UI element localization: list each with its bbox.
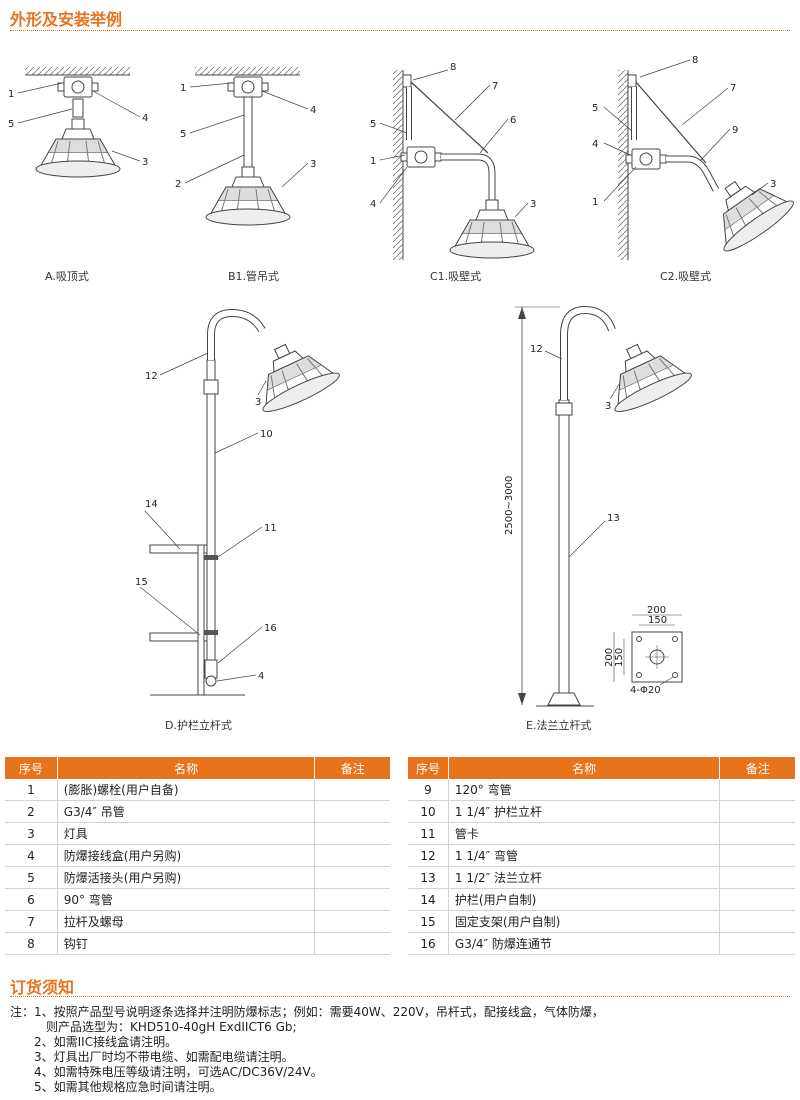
svg-text:4: 4 xyxy=(310,105,316,116)
caption-d: D.护栏立杆式 xyxy=(165,718,232,732)
header-remark: 备注 xyxy=(719,757,795,779)
header-remark: 备注 xyxy=(314,757,390,779)
svg-text:7: 7 xyxy=(492,81,498,92)
svg-text:12: 12 xyxy=(145,371,158,382)
header-no: 序号 xyxy=(5,757,58,779)
section-title-appearance: 外形及安装举例 xyxy=(10,10,123,29)
dim-width-150: 150 xyxy=(648,615,667,626)
caption-c1: C1.吸壁式 xyxy=(430,269,481,283)
dim-holes: 4-Φ20 xyxy=(630,685,661,696)
svg-text:10: 10 xyxy=(260,429,273,440)
note-line: 4、如需特殊电压等级请注明，可选AC/DC36V/24V。 xyxy=(10,1065,323,1079)
header-no: 序号 xyxy=(408,757,449,779)
svg-text:11: 11 xyxy=(264,523,277,534)
svg-text:4: 4 xyxy=(258,671,264,682)
svg-text:3: 3 xyxy=(530,199,536,210)
svg-text:3: 3 xyxy=(142,157,148,168)
svg-text:3: 3 xyxy=(770,179,776,190)
svg-text:5: 5 xyxy=(370,119,376,130)
caption-c2: C2.吸壁式 xyxy=(660,269,711,283)
svg-text:4: 4 xyxy=(370,199,376,210)
caption-e: E.法兰立杆式 xyxy=(526,718,591,732)
svg-text:3: 3 xyxy=(255,397,261,408)
note-line: 5、如需其他规格应急时间请注明。 xyxy=(10,1080,222,1094)
svg-text:2: 2 xyxy=(175,179,181,190)
svg-text:4: 4 xyxy=(142,113,148,124)
section-divider xyxy=(10,30,790,31)
svg-text:1: 1 xyxy=(8,89,14,100)
svg-text:6: 6 xyxy=(510,115,516,126)
drawing-a-ceiling: 1 5 4 3 A.吸顶式 xyxy=(8,67,148,283)
svg-text:14: 14 xyxy=(145,499,158,510)
drawing-c2-wall: 8 7 9 5 4 1 3 C2.吸壁式 xyxy=(592,55,799,283)
drawing-c1-wall: 8 7 6 5 1 4 3 C1.吸壁式 xyxy=(370,62,536,283)
svg-text:5: 5 xyxy=(8,119,14,130)
header-name: 名称 xyxy=(448,757,721,779)
svg-text:8: 8 xyxy=(450,62,456,73)
header-name: 名称 xyxy=(57,757,316,779)
svg-text:15: 15 xyxy=(135,577,148,588)
drawing-b1-pipe-pendant: 1 5 2 4 3 B1.管吊式 xyxy=(175,67,316,283)
svg-text:8: 8 xyxy=(692,55,698,66)
ordering-notes: 注：1、按照产品型号说明逐条选择并注明防爆标志；例如：需要40W、220V，吊杆… xyxy=(10,1005,790,1095)
note-line: 2、如需IIC接线盒请注明。 xyxy=(10,1035,178,1049)
note-line: 注：1、按照产品型号说明逐条选择并注明防爆标志；例如：需要40W、220V，吊杆… xyxy=(10,1005,604,1019)
svg-text:3: 3 xyxy=(605,401,611,412)
svg-text:13: 13 xyxy=(607,513,620,524)
installation-drawings: 1 5 4 3 A.吸顶式 1 5 2 4 3 B1.管吊式 xyxy=(8,55,799,732)
dim-height: 2500~3000 xyxy=(504,476,515,535)
table-row: 1(膨胀)螺栓(用户自备) xyxy=(5,779,390,801)
svg-text:9: 9 xyxy=(732,125,738,136)
svg-text:3: 3 xyxy=(310,159,316,170)
dim-height-200: 200 xyxy=(604,648,615,667)
drawing-e-flange-pole: 2500~3000 12 3 13 200 150 200 150 4-Φ2 xyxy=(504,305,696,732)
svg-text:5: 5 xyxy=(180,129,186,140)
svg-text:16: 16 xyxy=(264,623,277,634)
svg-text:7: 7 xyxy=(730,83,736,94)
section-title-ordering: 订货须知 xyxy=(10,978,75,997)
svg-text:1: 1 xyxy=(180,83,186,94)
note-line: 3、灯具出厂时均不带电缆、如需配电缆请注明。 xyxy=(10,1050,294,1064)
dim-width-200: 200 xyxy=(647,605,666,616)
svg-text:5: 5 xyxy=(592,103,598,114)
svg-text:12: 12 xyxy=(530,344,543,355)
svg-text:1: 1 xyxy=(370,156,376,167)
svg-text:4: 4 xyxy=(592,139,598,150)
drawing-d-guardrail-pole: 12 3 10 14 11 15 16 4 D.护栏立杆式 xyxy=(135,308,344,732)
caption-b1: B1.管吊式 xyxy=(228,269,279,283)
section-divider xyxy=(10,996,790,997)
note-line: 则产品选型为：KHD510-40gH ExdIICT6 Gb; xyxy=(10,1020,297,1034)
svg-text:1: 1 xyxy=(592,197,598,208)
dim-height-150: 150 xyxy=(614,648,625,667)
caption-a: A.吸顶式 xyxy=(45,270,89,283)
